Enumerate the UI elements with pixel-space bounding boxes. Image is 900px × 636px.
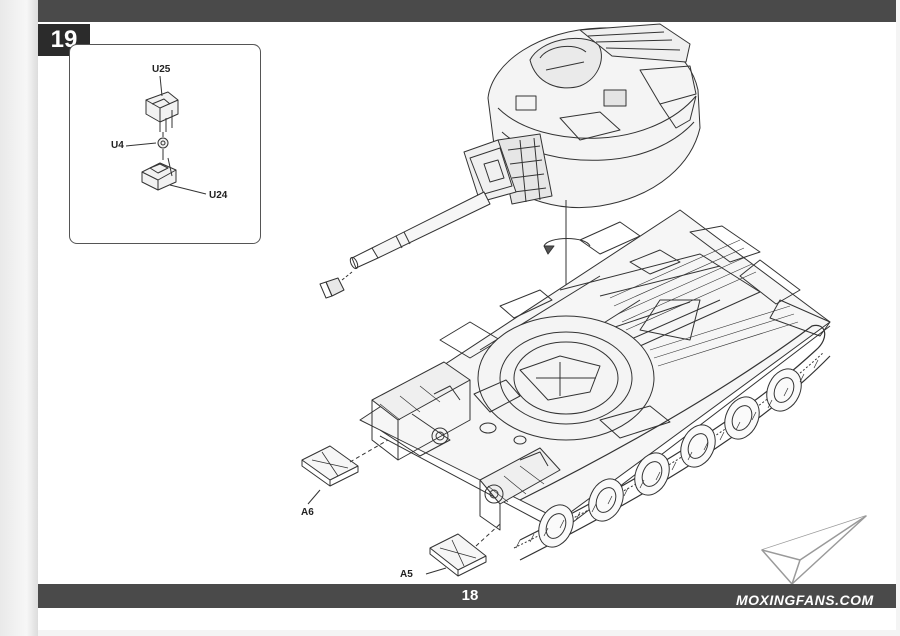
detail-parts-drawing <box>125 75 207 195</box>
plate-a6-drawing <box>301 439 389 505</box>
header-band <box>38 0 896 22</box>
callout-u24: U24 <box>209 190 228 201</box>
plate-a5-drawing <box>425 523 501 577</box>
track-drawing <box>513 324 831 561</box>
callout-u4: U4 <box>111 140 124 151</box>
callout-a5: A5 <box>400 569 413 580</box>
binding-edge <box>0 0 38 636</box>
page-number: 18 <box>461 587 479 604</box>
footer-band <box>38 584 896 608</box>
callout-a6: A6 <box>301 507 314 518</box>
callout-u25: U25 <box>152 64 171 75</box>
paper-plane-logo <box>761 515 867 585</box>
gun-barrel-drawing <box>319 191 491 299</box>
watermark-text: MOXINGFANS.COM <box>736 592 874 608</box>
turret-drawing <box>463 23 701 209</box>
rear-hull-drawing <box>371 361 561 531</box>
